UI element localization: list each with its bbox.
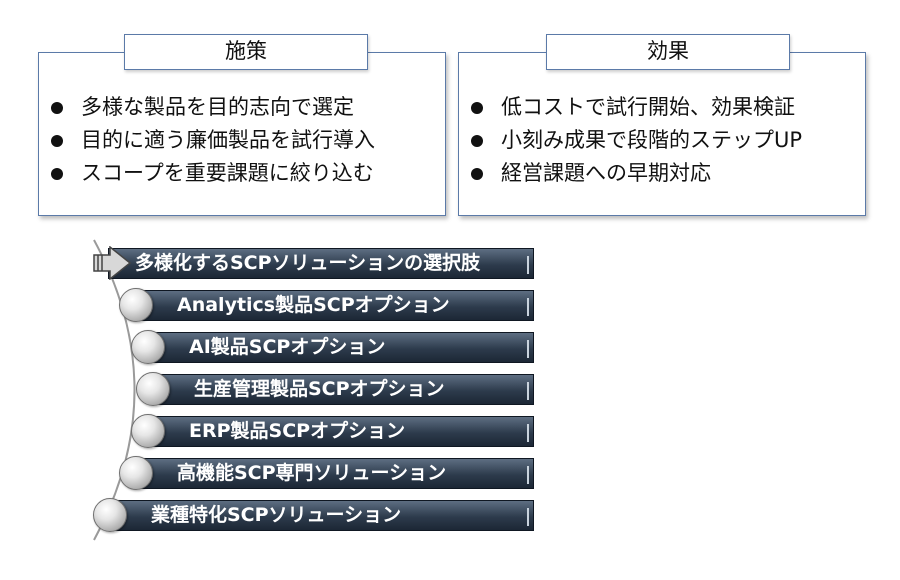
option-label: Analytics製品SCPオプション [177, 294, 450, 316]
bullet-icon [471, 167, 483, 180]
list-item: 小刻み成果で段階的ステップUP [471, 124, 802, 157]
options-header-bar: 多様化するSCPソリューションの選択肢 [108, 248, 534, 279]
option-label: 業種特化SCPソリューション [151, 504, 402, 526]
bar-edge [527, 298, 529, 316]
option-label: 高機能SCP専門ソリューション [177, 462, 447, 484]
list-item: 多様な製品を目的志向で選定 [51, 91, 375, 124]
option-label: ERP製品SCPオプション [189, 420, 406, 442]
option-bar: ERP製品SCPオプション [150, 416, 534, 447]
option-label: AI製品SCPオプション [189, 336, 386, 358]
option-bar: 業種特化SCPソリューション [112, 500, 534, 531]
effects-title: 効果 [546, 34, 790, 70]
bullet-icon [471, 134, 483, 147]
bar-edge [527, 382, 529, 400]
measures-title: 施策 [124, 34, 368, 70]
sphere-icon [119, 456, 153, 490]
list-item: スコープを重要課題に絞り込む [51, 157, 375, 190]
option-bar: 生産管理製品SCPオプション [155, 374, 534, 405]
option-label: 生産管理製品SCPオプション [194, 378, 445, 400]
effects-panel: 低コストで試行開始、効果検証 小刻み成果で段階的ステップUP 経営課題への早期対… [458, 52, 866, 216]
sphere-icon [93, 498, 127, 532]
sphere-icon [131, 414, 165, 448]
bar-edge [527, 466, 529, 484]
arrow-right-icon [93, 246, 132, 280]
bullet-icon [51, 167, 63, 180]
list-item: 目的に適う廉価製品を試行導入 [51, 124, 375, 157]
bar-edge [527, 256, 529, 274]
measures-panel: 多様な製品を目的志向で選定 目的に適う廉価製品を試行導入 スコープを重要課題に絞… [38, 52, 446, 216]
bullet-icon [51, 134, 63, 147]
bar-edge [527, 508, 529, 526]
bar-edge [527, 340, 529, 358]
bar-edge [527, 424, 529, 442]
option-bar: AI製品SCPオプション [150, 332, 534, 363]
sphere-icon [136, 372, 170, 406]
list-item: 低コストで試行開始、効果検証 [471, 91, 802, 124]
option-bar: 高機能SCP専門ソリューション [138, 458, 534, 489]
options-header-label: 多様化するSCPソリューションの選択肢 [135, 252, 481, 274]
effects-list: 低コストで試行開始、効果検証 小刻み成果で段階的ステップUP 経営課題への早期対… [471, 91, 802, 190]
list-item: 経営課題への早期対応 [471, 157, 802, 190]
spine-curve [93, 239, 136, 541]
bullet-icon [51, 101, 63, 114]
measures-list: 多様な製品を目的志向で選定 目的に適う廉価製品を試行導入 スコープを重要課題に絞… [51, 91, 375, 190]
bullet-icon [471, 101, 483, 114]
sphere-icon [131, 330, 165, 364]
sphere-icon [119, 288, 153, 322]
option-bar: Analytics製品SCPオプション [138, 290, 534, 321]
